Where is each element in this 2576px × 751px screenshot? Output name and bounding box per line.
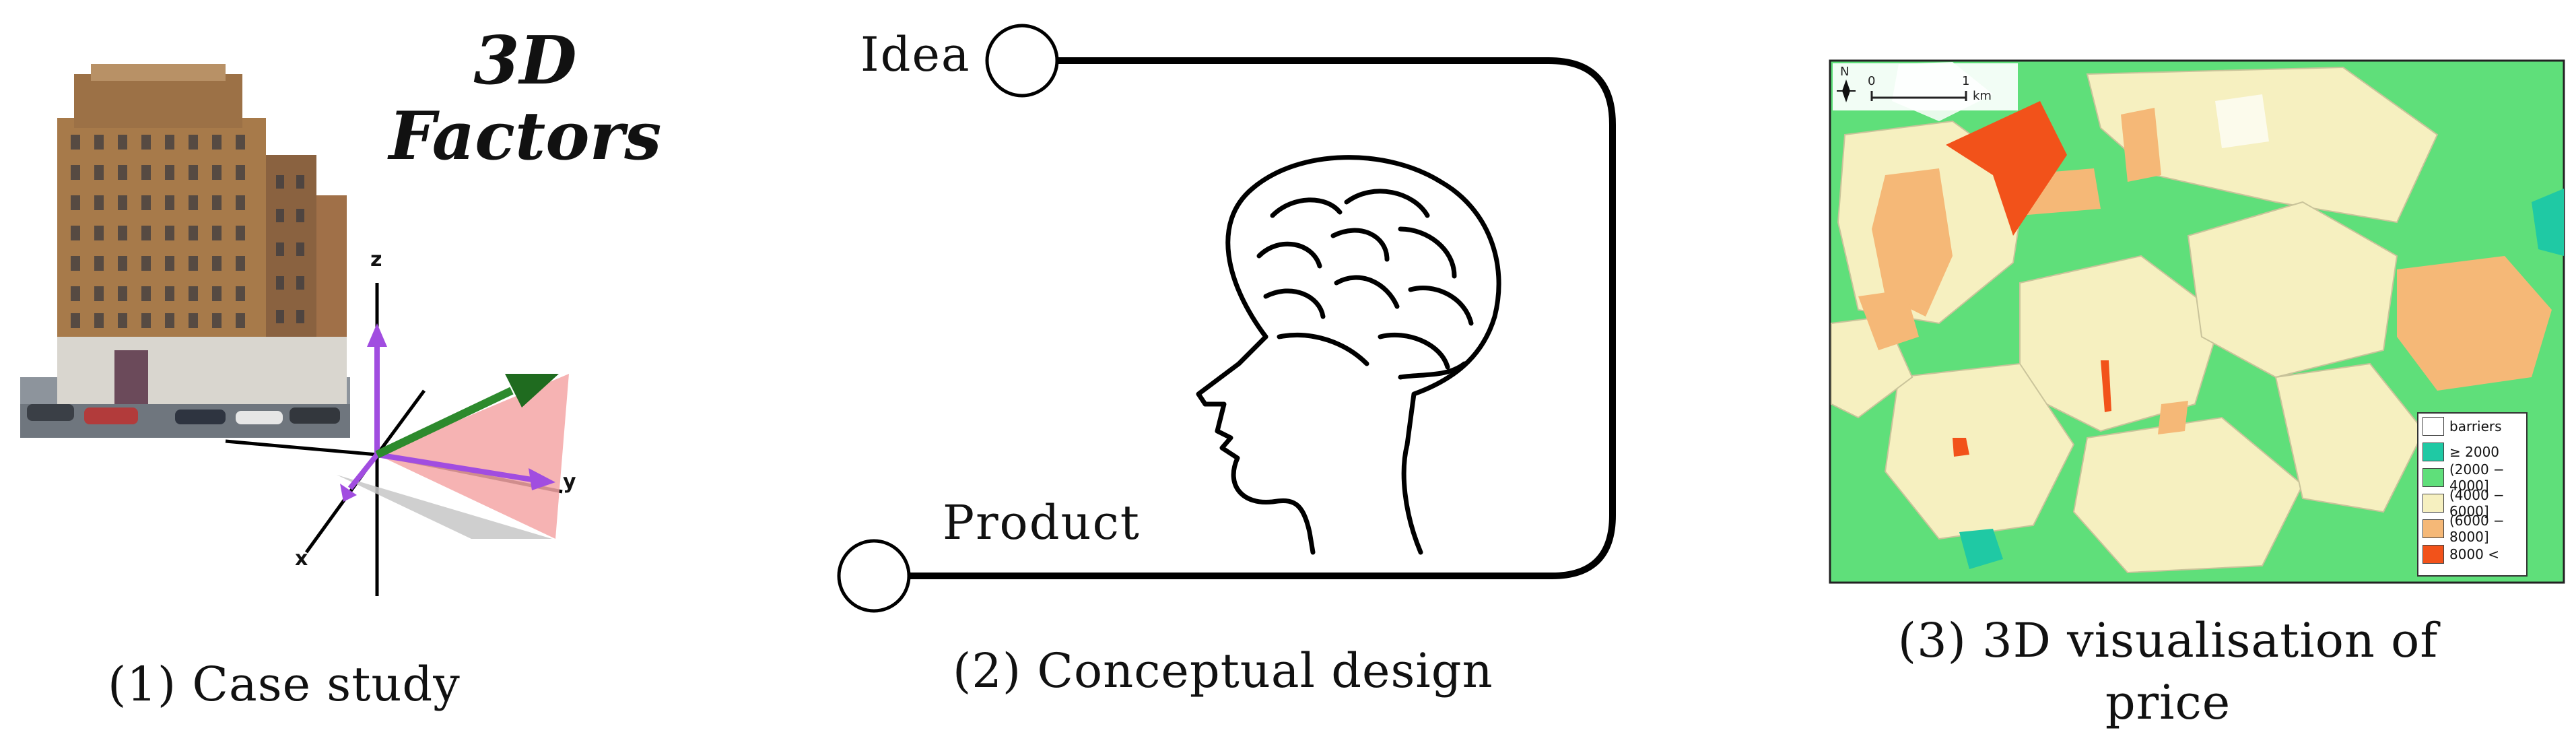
axis-label-x: x	[295, 547, 308, 570]
legend-label: (6000 − 8000]	[2449, 513, 2505, 545]
legend-label: (4000 − 6000]	[2449, 487, 2505, 519]
visualisation-caption: (3) 3D visualisation of price	[1878, 610, 2458, 733]
projection-triangle	[337, 475, 552, 539]
factors-title-line1: 3D	[473, 22, 577, 100]
product-label: Product	[943, 495, 1141, 550]
plane-triangle	[377, 374, 569, 539]
legend-swatch	[2422, 417, 2444, 436]
legend-label: 8000 <	[2449, 546, 2500, 562]
legend-swatch	[2422, 443, 2444, 461]
price-legend: barriers ≥ 2000 (2000 − 4000] (4000 − 60…	[2417, 412, 2528, 577]
axis-label-y: y	[563, 470, 576, 494]
visualisation-caption-line1: (3) 3D visualisation of	[1897, 613, 2439, 668]
factors-title-line2: Factors	[388, 98, 662, 175]
legend-swatch	[2422, 468, 2444, 487]
legend-label: ≥ 2000	[2449, 444, 2500, 460]
legend-item: (6000 − 8000]	[2418, 513, 2526, 545]
legend-item: (4000 − 6000]	[2418, 487, 2526, 519]
idea-label: Idea	[860, 27, 971, 82]
axis-label-z: z	[370, 248, 382, 271]
factors-title: 3D Factors	[377, 24, 673, 174]
visualisation-caption-line2: price	[2105, 675, 2231, 730]
north-label: N	[1840, 65, 1850, 79]
idea-node	[985, 24, 1059, 98]
legend-swatch	[2422, 519, 2444, 538]
conceptual-flow	[837, 24, 1616, 613]
legend-item: (2000 − 4000]	[2418, 461, 2526, 494]
product-node	[837, 539, 911, 613]
legend-item: ≥ 2000	[2418, 439, 2526, 465]
case-study-caption: (1) Case study	[108, 657, 461, 712]
legend-swatch	[2422, 494, 2444, 513]
legend-swatch	[2422, 545, 2444, 564]
legend-item: 8000 <	[2418, 542, 2526, 567]
scale-start-label: 0	[1868, 74, 1876, 88]
scale-unit-label: km	[1973, 89, 1992, 103]
scale-end-label: 1	[1962, 74, 1970, 88]
legend-item: barriers	[2418, 414, 2526, 439]
3d-axes	[225, 283, 569, 596]
brain-head-icon	[1196, 155, 1501, 555]
legend-label: barriers	[2449, 418, 2502, 434]
conceptual-design-caption: (2) Conceptual design	[953, 643, 1493, 698]
building-illustration	[20, 64, 350, 438]
legend-label: (2000 − 4000]	[2449, 461, 2505, 494]
